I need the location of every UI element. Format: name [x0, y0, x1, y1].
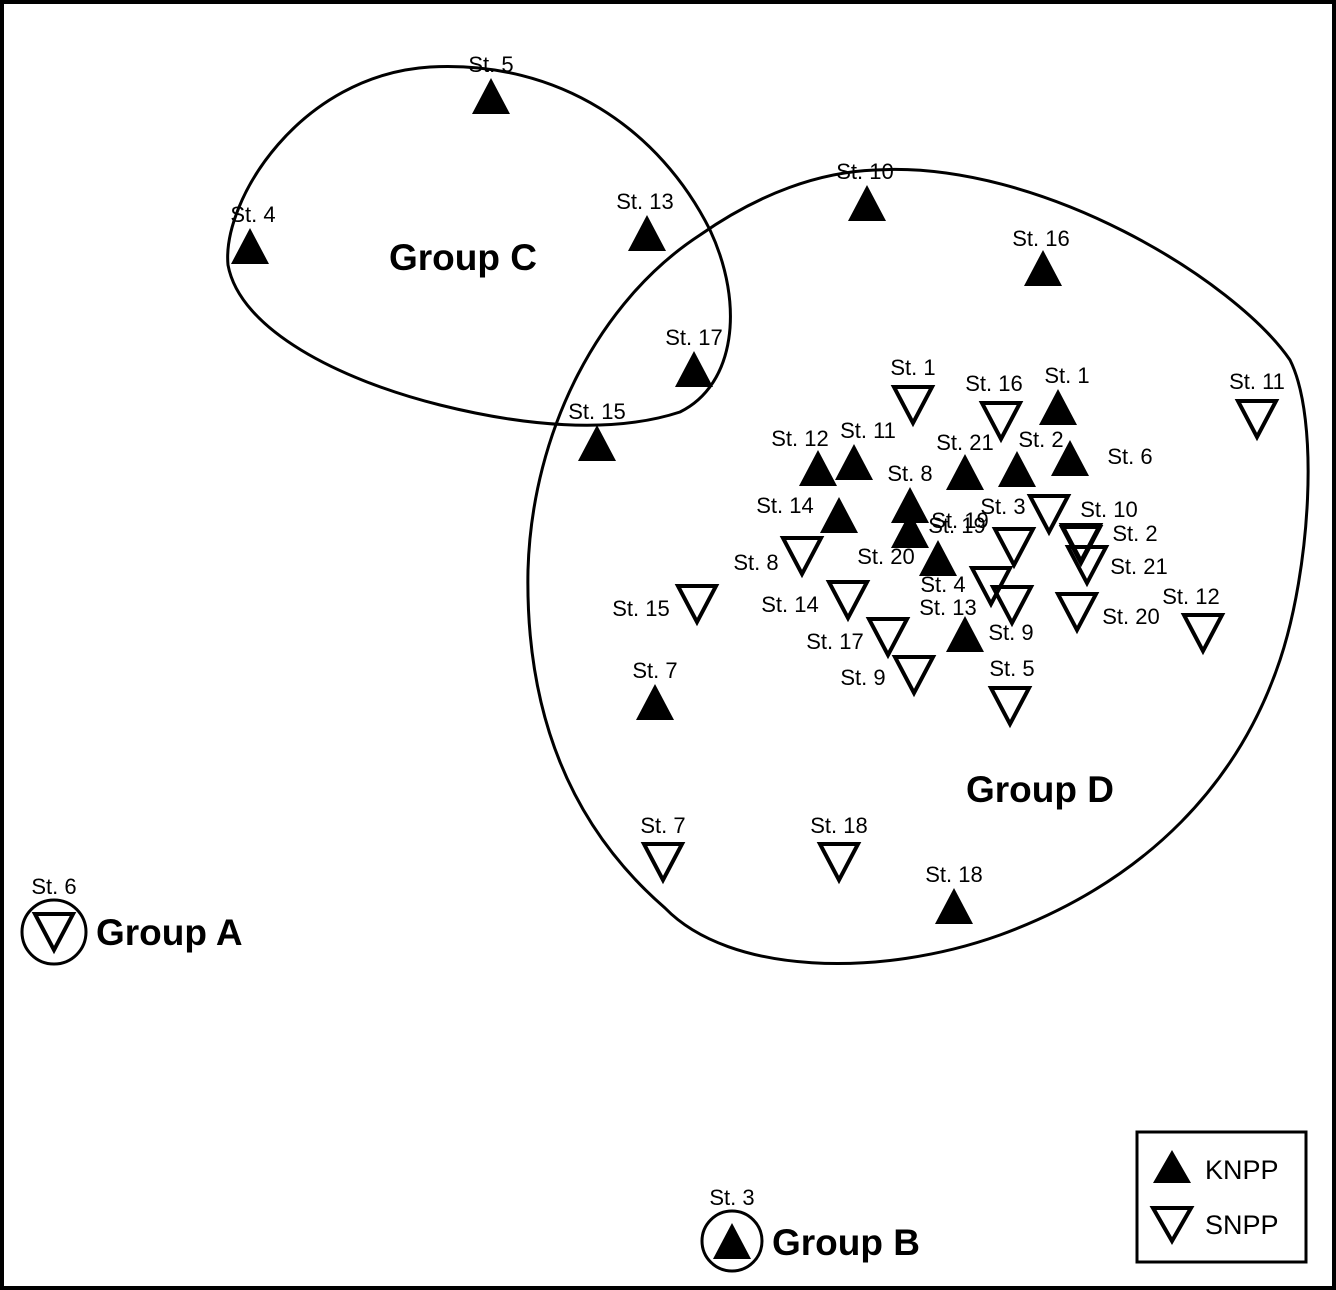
snpp-point-st16 — [978, 401, 1024, 444]
knpp-label-st3: St. 3 — [709, 1185, 754, 1210]
snpp-point-st10 — [1058, 523, 1104, 566]
knpp-label-st12: St. 12 — [771, 426, 828, 451]
knpp-label-st15: St. 15 — [568, 399, 625, 424]
snpp-label-st20: St. 20 — [1102, 604, 1159, 629]
snpp-label-st12: St. 12 — [1162, 584, 1219, 609]
snpp-label-st10: St. 10 — [1080, 497, 1137, 522]
snpp-label-st21: St. 21 — [1110, 554, 1167, 579]
knpp-point-st1 — [1039, 389, 1077, 425]
knpp-label-st5: St. 5 — [468, 52, 513, 77]
snpp-label-st4: St. 4 — [920, 572, 965, 597]
snpp-label-st11: St. 11 — [1229, 369, 1285, 394]
knpp-label-st16: St. 16 — [1012, 226, 1069, 251]
knpp-label-st21: St. 21 — [936, 430, 993, 455]
knpp-point-st5 — [472, 78, 510, 114]
group-a-circle — [20, 898, 88, 966]
data-marks — [31, 78, 1280, 1259]
snpp-point-st15 — [674, 584, 720, 627]
snpp-point-st8 — [779, 536, 825, 579]
snpp-label-st15: St. 15 — [612, 596, 669, 621]
knpp-label-st10: St. 10 — [836, 159, 893, 184]
knpp-point-st6 — [1051, 440, 1089, 476]
knpp-point-st7 — [636, 684, 674, 720]
knpp-point-st17 — [675, 351, 713, 387]
knpp-point-st14 — [820, 497, 858, 533]
knpp-point-st19 — [891, 512, 929, 548]
snpp-point-st11 — [1234, 399, 1280, 442]
knpp-label-st4: St. 4 — [230, 202, 275, 227]
snpp-label-st18: St. 18 — [810, 813, 867, 838]
knpp-point-st2 — [998, 451, 1036, 487]
snpp-label-st16: St. 16 — [965, 371, 1022, 396]
legend: KNPP SNPP — [1135, 1130, 1308, 1264]
knpp-point-st3 — [713, 1223, 751, 1259]
knpp-point-st18 — [935, 888, 973, 924]
knpp-label-st19: St. 19 — [931, 508, 988, 533]
snpp-label-st1: St. 1 — [890, 355, 935, 380]
snpp-point-st1 — [890, 385, 936, 428]
group-a-label: Group A — [96, 912, 243, 953]
knpp-label-st7: St. 7 — [632, 658, 677, 683]
knpp-point-st11 — [835, 444, 873, 480]
knpp-label-st1: St. 1 — [1044, 363, 1089, 388]
knpp-label-st17: St. 17 — [665, 325, 722, 350]
knpp-point-st4 — [231, 228, 269, 264]
knpp-label-st18: St. 18 — [925, 862, 982, 887]
snpp-point-st12 — [1180, 613, 1226, 656]
snpp-label-st7: St. 7 — [640, 813, 685, 838]
legend-snpp-label: SNPP — [1205, 1210, 1279, 1240]
legend-knpp-label: KNPP — [1205, 1155, 1279, 1185]
knpp-label-st2: St. 2 — [1018, 427, 1063, 452]
snpp-point-st9 — [891, 655, 937, 698]
snpp-label-st14: St. 14 — [761, 592, 818, 617]
snpp-point-st18 — [816, 842, 862, 885]
snpp-label-st3: St. 3 — [980, 494, 1025, 519]
snpp-point-st19 — [991, 527, 1037, 570]
knpp-label-st8: St. 8 — [887, 461, 932, 486]
group-b-label: Group B — [772, 1222, 920, 1263]
snpp-label-st17: St. 17 — [806, 629, 863, 654]
knpp-point-st13 — [628, 215, 666, 251]
snpp-label-st8: St. 8 — [733, 550, 778, 575]
knpp-label-st11: St. 11 — [840, 418, 896, 443]
snpp-label-st2: St. 2 — [1112, 521, 1157, 546]
snpp-point-st17 — [865, 617, 911, 660]
knpp-label-st13: St. 13 — [616, 189, 673, 214]
knpp-label-st20: St. 20 — [857, 544, 914, 569]
snpp-point-st3 — [1026, 494, 1072, 537]
group-c-label: Group C — [389, 237, 537, 278]
snpp-label-st6: St. 6 — [31, 874, 76, 899]
knpp-label-st14: St. 14 — [756, 493, 813, 518]
knpp-point-st15 — [578, 425, 616, 461]
snpp-label-st5: St. 5 — [989, 656, 1034, 681]
snpp-label-st13: St. 13 — [919, 595, 976, 620]
legend-snpp-icon — [1149, 1206, 1195, 1246]
snpp-point-st21 — [1064, 545, 1110, 588]
snpp-point-st13 — [989, 585, 1035, 628]
knpp-point-st16 — [1024, 250, 1062, 286]
knpp-label-st9: St. 9 — [988, 620, 1033, 645]
snpp-label-st9: St. 9 — [840, 665, 885, 690]
knpp-point-st12 — [799, 450, 837, 486]
snpp-point-st20 — [1054, 592, 1100, 635]
knpp-point-st20 — [919, 540, 957, 576]
snpp-point-st5 — [987, 686, 1033, 729]
knpp-label-st6: St. 6 — [1107, 444, 1152, 469]
knpp-point-st8 — [891, 487, 929, 523]
group-d-outline — [526, 167, 1310, 965]
group-b-circle — [700, 1209, 764, 1273]
snpp-label-st19: St. 19 — [928, 513, 985, 538]
knpp-point-st10 — [848, 185, 886, 221]
knpp-point-st21 — [946, 454, 984, 490]
legend-box — [1135, 1130, 1308, 1264]
snpp-point-st6 — [31, 912, 77, 955]
knpp-point-st9 — [946, 616, 984, 652]
data-labels: St. 1 St. 2 St. 3 St. 4 St. 5 St. 6 St. 7 St. 8… — [31, 52, 1285, 1210]
group-d-label: Group D — [966, 769, 1114, 810]
snpp-point-st14 — [825, 580, 871, 623]
snpp-point-st7 — [640, 842, 686, 885]
legend-knpp-icon — [1153, 1150, 1191, 1183]
